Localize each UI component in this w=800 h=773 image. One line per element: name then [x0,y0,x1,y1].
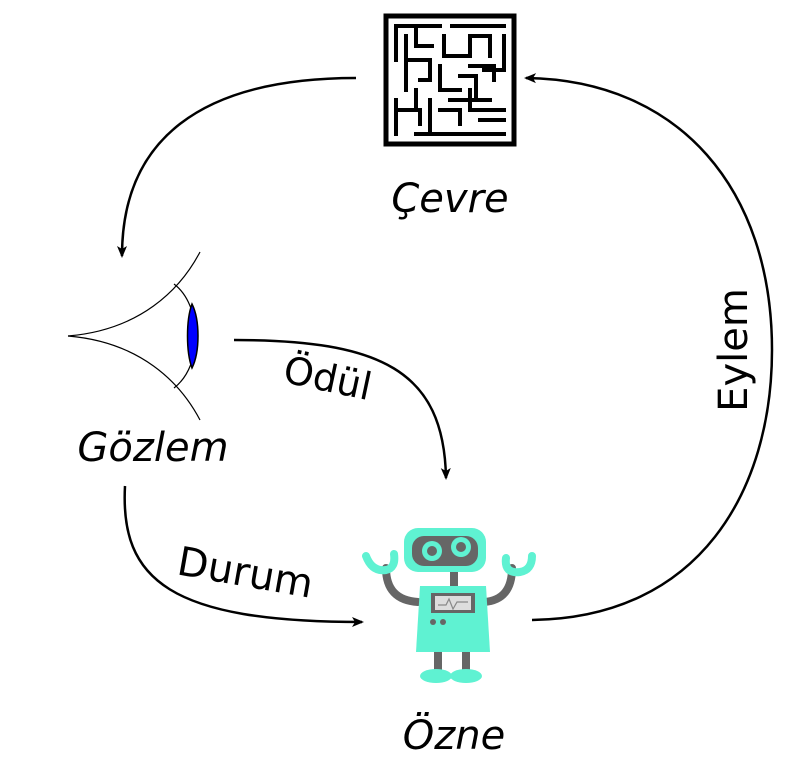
action-label: Eylem [711,288,757,412]
agent-label: Özne [403,711,505,759]
environment-label: Çevre [391,176,508,222]
reward-label: Ödül [280,348,376,409]
observation-label: Gözlem [77,425,228,471]
action-arrow [524,73,774,622]
eye-icon [67,251,201,421]
reward-arrow [233,338,451,480]
state-arrow [123,485,364,627]
environment-to-observation-arrow [117,76,357,258]
maze-icon [383,13,517,147]
state-label: Durum [174,539,317,608]
robot-icon [362,528,536,683]
